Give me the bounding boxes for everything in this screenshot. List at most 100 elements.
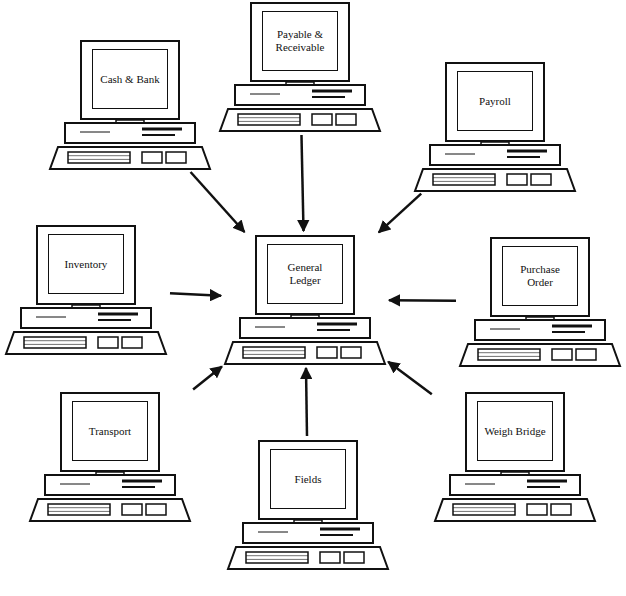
drive-slot bbox=[142, 134, 175, 136]
drive-slot bbox=[317, 329, 350, 331]
key-block bbox=[507, 174, 527, 185]
key-row bbox=[238, 117, 300, 118]
key-row bbox=[453, 507, 515, 508]
key-row bbox=[246, 555, 308, 556]
key-block bbox=[478, 349, 540, 360]
system-unit bbox=[243, 523, 373, 543]
drive-slot bbox=[507, 156, 540, 158]
arrow-connector bbox=[170, 293, 221, 295]
key-block bbox=[166, 152, 186, 163]
keyboard bbox=[415, 169, 575, 191]
computer-monitor: Payroll bbox=[445, 62, 545, 142]
key-block bbox=[453, 504, 515, 515]
screen-label: Cash & Bank bbox=[92, 49, 168, 109]
computer-monitor: Weigh Bridge bbox=[465, 392, 565, 472]
key-block bbox=[48, 504, 110, 515]
panel-line bbox=[60, 484, 90, 485]
system-unit bbox=[21, 308, 151, 328]
keyboard bbox=[228, 547, 388, 569]
drive-slot bbox=[320, 528, 360, 531]
key-block bbox=[576, 349, 596, 360]
computer-body bbox=[460, 317, 620, 366]
key-row bbox=[243, 354, 305, 355]
keyboard bbox=[50, 147, 210, 169]
key-row bbox=[478, 356, 540, 357]
computer-monitor: Fields bbox=[258, 440, 358, 520]
panel-line bbox=[465, 484, 495, 485]
screen-label: Payable & Receivable bbox=[262, 11, 338, 71]
key-block bbox=[341, 347, 361, 358]
key-block bbox=[527, 504, 547, 515]
drive-slot bbox=[552, 331, 585, 333]
key-row bbox=[48, 507, 110, 508]
panel-line bbox=[490, 329, 520, 330]
computer-monitor: General Ledger bbox=[255, 235, 355, 315]
key-row bbox=[246, 559, 308, 560]
drive-slot bbox=[552, 325, 592, 328]
system-unit bbox=[475, 320, 605, 340]
panel-line bbox=[36, 317, 66, 318]
screen-label: Purchase Order bbox=[502, 246, 578, 306]
computer-monitor: Transport bbox=[60, 392, 160, 472]
key-block bbox=[243, 347, 305, 358]
key-row bbox=[68, 159, 130, 160]
drive-slot bbox=[122, 486, 155, 488]
computer-body bbox=[228, 520, 388, 569]
computer-body bbox=[30, 472, 190, 521]
key-block bbox=[320, 552, 340, 563]
key-block bbox=[246, 552, 308, 563]
screen-label: General Ledger bbox=[267, 244, 343, 304]
key-block bbox=[551, 504, 571, 515]
panel-line bbox=[258, 532, 288, 533]
key-block bbox=[24, 337, 86, 348]
computer-body bbox=[415, 142, 575, 191]
keyboard bbox=[30, 499, 190, 521]
key-block bbox=[344, 552, 364, 563]
arrow-connector bbox=[191, 172, 245, 232]
arrow-connector bbox=[301, 135, 303, 231]
panel-line bbox=[80, 132, 110, 133]
key-block bbox=[433, 174, 495, 185]
drive-slot bbox=[122, 480, 162, 483]
key-row bbox=[68, 155, 130, 156]
key-row bbox=[243, 350, 305, 351]
key-row bbox=[478, 352, 540, 353]
drive-slot bbox=[142, 128, 182, 131]
system-unit bbox=[65, 123, 195, 143]
key-block bbox=[142, 152, 162, 163]
computer-body bbox=[220, 82, 380, 131]
key-block bbox=[552, 349, 572, 360]
drive-slot bbox=[507, 150, 547, 153]
panel-line bbox=[255, 327, 285, 328]
key-row bbox=[453, 511, 515, 512]
key-block bbox=[122, 504, 142, 515]
key-block bbox=[312, 114, 332, 125]
screen-label: Inventory bbox=[48, 234, 124, 294]
computer-body bbox=[6, 305, 166, 354]
drive-slot bbox=[312, 96, 345, 98]
key-block bbox=[336, 114, 356, 125]
drive-slot bbox=[320, 534, 353, 536]
computer-monitor: Inventory bbox=[36, 225, 136, 305]
key-row bbox=[433, 181, 495, 182]
screen-label: Weigh Bridge bbox=[477, 401, 553, 461]
system-unit bbox=[235, 85, 365, 105]
arrow-connector bbox=[389, 299, 456, 302]
computer-monitor: Cash & Bank bbox=[80, 40, 180, 120]
key-block bbox=[238, 114, 300, 125]
arrow-connector bbox=[388, 362, 432, 395]
key-block bbox=[68, 152, 130, 163]
drive-slot bbox=[527, 480, 567, 483]
arrow-connector bbox=[305, 368, 308, 436]
screen-label: Fields bbox=[270, 449, 346, 509]
key-row bbox=[238, 121, 300, 122]
key-row bbox=[433, 177, 495, 178]
key-block bbox=[146, 504, 166, 515]
system-unit bbox=[430, 145, 560, 165]
key-row bbox=[24, 344, 86, 345]
system-unit bbox=[45, 475, 175, 495]
drive-slot bbox=[527, 486, 560, 488]
system-unit bbox=[450, 475, 580, 495]
panel-line bbox=[250, 94, 280, 95]
panel-line bbox=[445, 154, 475, 155]
